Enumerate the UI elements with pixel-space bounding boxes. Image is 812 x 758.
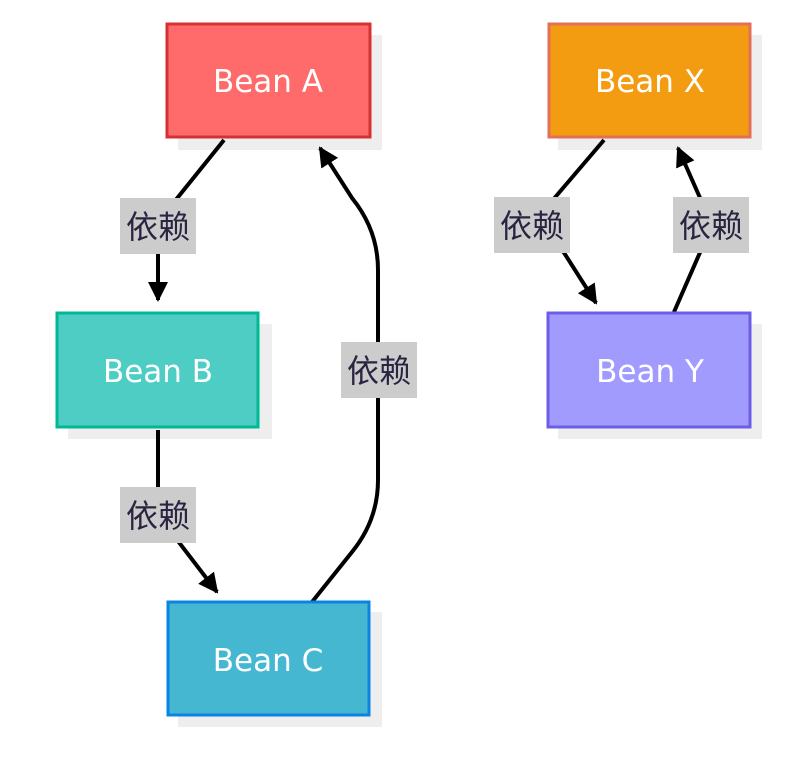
edge-label-c-a: 依赖	[341, 342, 417, 398]
node-box-y	[546, 311, 752, 429]
svg-text:依赖: 依赖	[679, 207, 743, 245]
node-label-c: Bean C	[213, 643, 323, 679]
node-bean-a[interactable]: Bean A	[165, 22, 372, 139]
svg-text:依赖: 依赖	[126, 497, 190, 535]
node-box-c	[166, 600, 371, 717]
edge-label-a-b: 依赖	[120, 198, 196, 254]
svg-text:依赖: 依赖	[126, 208, 190, 246]
node-bean-y[interactable]: Bean Y	[546, 311, 752, 429]
node-bean-c[interactable]: Bean C	[166, 600, 371, 717]
edge-label-b-c: 依赖	[120, 487, 196, 543]
node-box-b	[55, 311, 260, 429]
edge-labels: 依赖 依赖 依赖 依赖 依赖	[120, 197, 749, 543]
edge-label-x-y: 依赖	[494, 197, 570, 253]
node-label-x: Bean X	[595, 64, 705, 100]
svg-text:依赖: 依赖	[347, 352, 411, 390]
svg-text:依赖: 依赖	[500, 207, 564, 245]
node-box-a	[165, 22, 372, 139]
node-label-a: Bean A	[213, 64, 323, 100]
node-bean-b[interactable]: Bean B	[55, 311, 260, 429]
node-label-y: Bean Y	[596, 354, 704, 390]
node-box-x	[547, 22, 752, 139]
edge-label-y-x: 依赖	[673, 197, 749, 253]
node-label-b: Bean B	[103, 354, 213, 390]
node-bean-x[interactable]: Bean X	[547, 22, 752, 139]
